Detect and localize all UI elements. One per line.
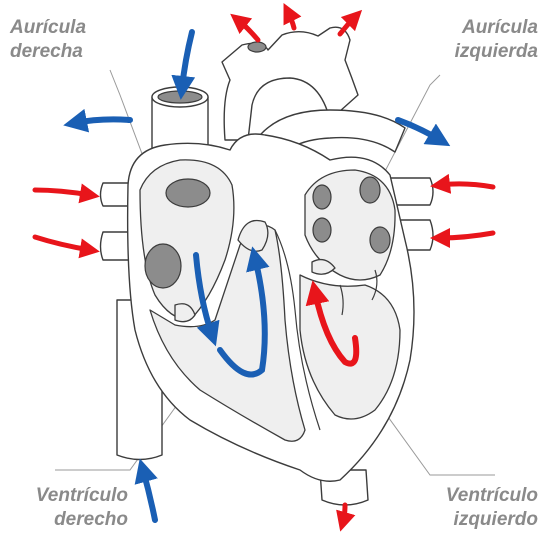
red-arrow-descending-aorta — [343, 505, 345, 522]
pulmonary-vein-opening-1 — [313, 185, 331, 209]
red-arrow-aorta-branch-2 — [288, 12, 294, 28]
label-left-ventricle-line1: Ventrículo — [446, 484, 538, 508]
red-arrow-pv-right-lower — [35, 237, 90, 250]
red-arrow-pv-right-upper — [35, 190, 90, 195]
svc-opening — [166, 179, 210, 207]
label-right-atrium-line2: derecha — [10, 40, 86, 64]
superior-vena-cava-opening — [158, 91, 202, 103]
blue-arrow-ivc-in — [143, 470, 155, 520]
label-left-atrium-line1: Aurícula — [455, 16, 538, 40]
label-left-atrium-line2: izquierda — [455, 40, 538, 64]
pulmonary-vein-opening-3 — [313, 218, 331, 242]
blue-arrow-svc-in — [182, 32, 192, 88]
red-arrow-pv-left-lower — [440, 233, 493, 238]
red-arrow-aorta-branch-1 — [238, 20, 258, 40]
ivc-opening — [145, 244, 181, 288]
pulmonary-vein-opening-2 — [360, 177, 380, 203]
red-arrow-pv-left-upper — [440, 184, 493, 187]
label-left-ventricle: Ventrículo izquierdo — [446, 484, 538, 532]
aorta-branch-opening — [248, 42, 266, 52]
label-right-atrium-line1: Aurícula — [10, 16, 86, 40]
label-left-ventricle-line2: izquierdo — [446, 508, 538, 532]
red-arrow-aorta-branch-3 — [340, 17, 355, 34]
label-right-ventricle: Ventrículo derecho — [8, 484, 128, 532]
label-right-ventricle-line1: Ventrículo — [8, 484, 128, 508]
blue-arrow-pulm-artery-left — [75, 119, 130, 123]
label-right-ventricle-line2: derecho — [8, 508, 128, 532]
label-left-atrium: Aurícula izquierda — [455, 16, 538, 64]
pulmonary-vein-opening-4 — [370, 227, 390, 253]
label-right-atrium: Aurícula derecha — [10, 16, 86, 64]
